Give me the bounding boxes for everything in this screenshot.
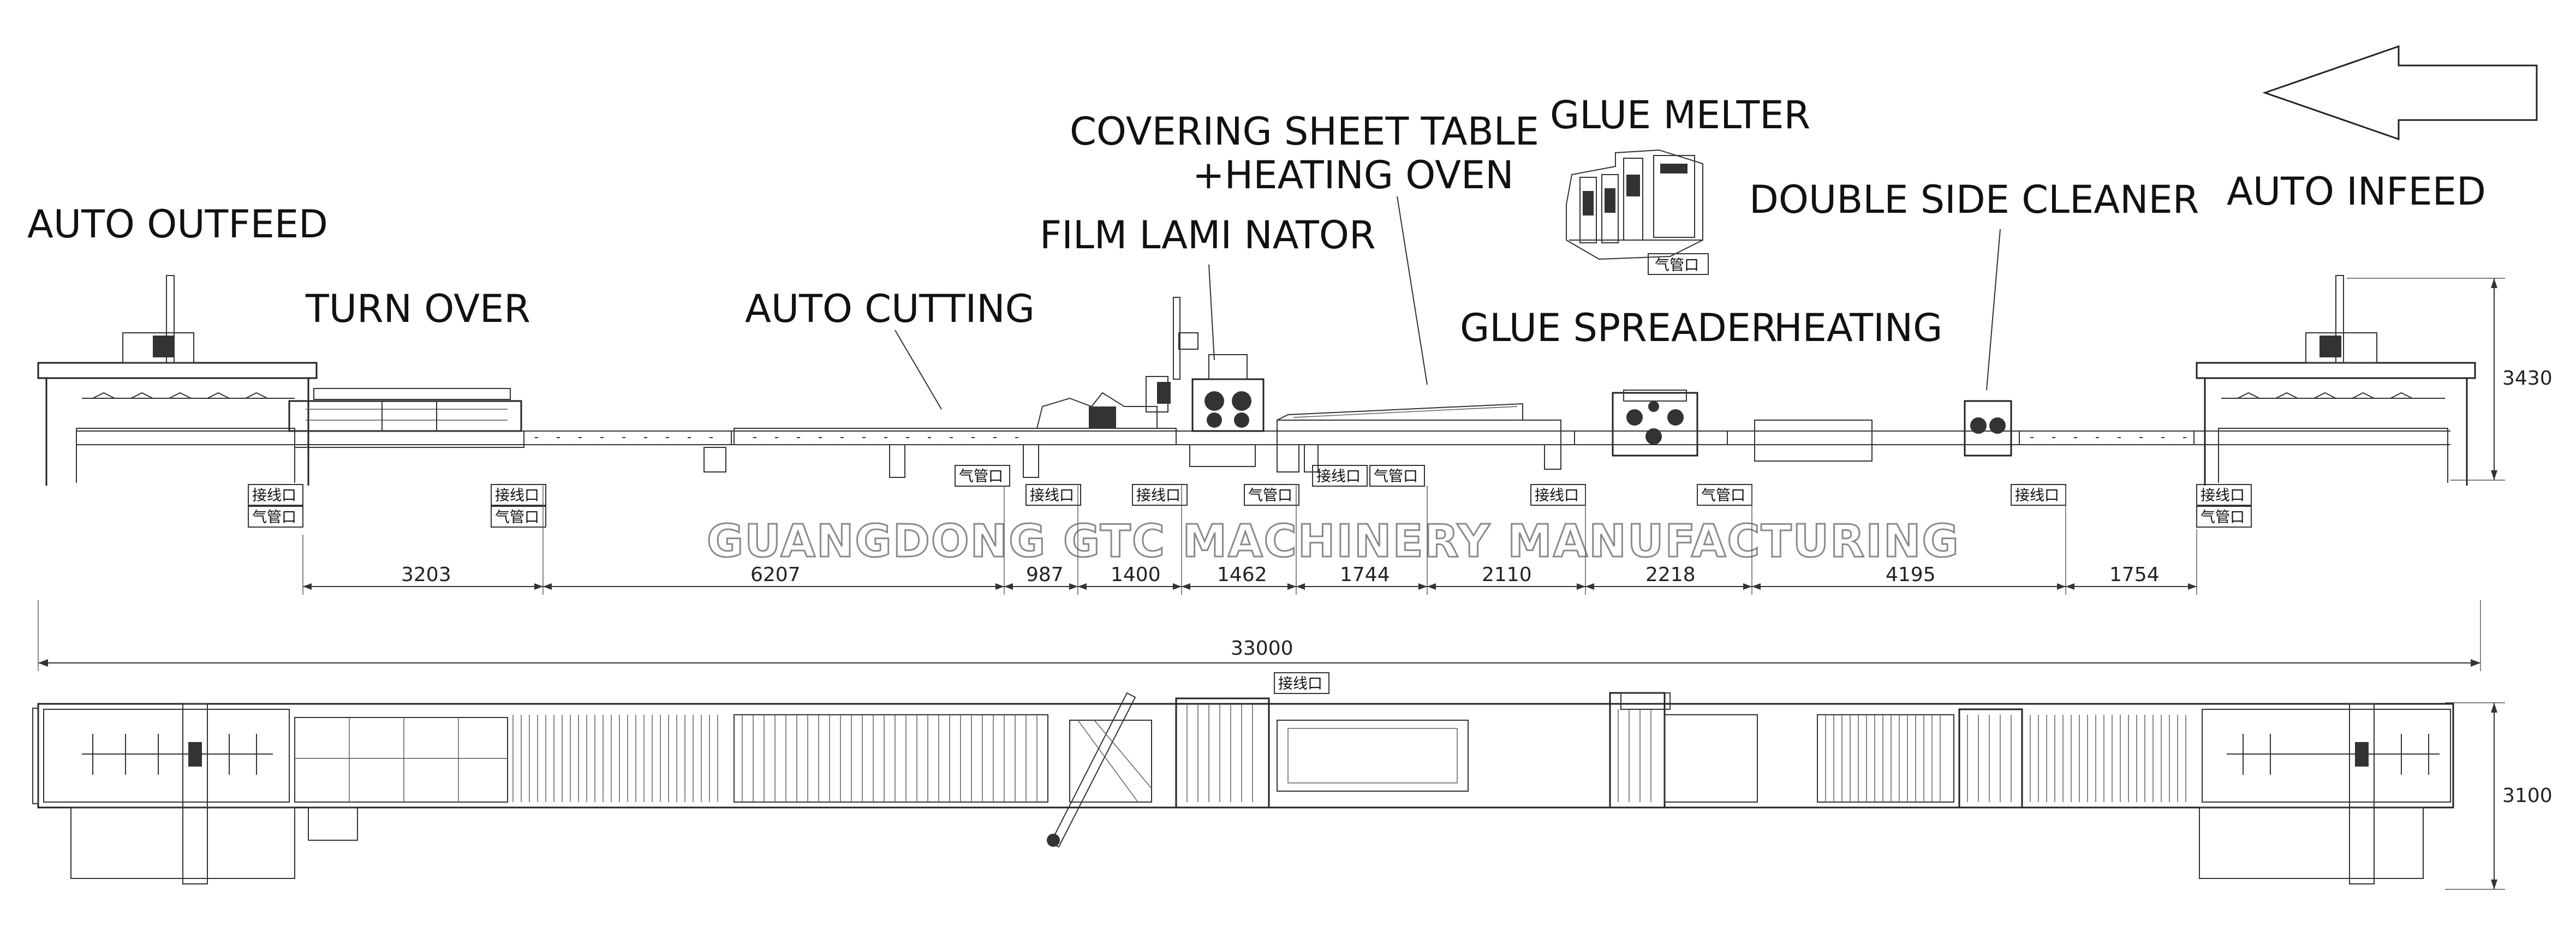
air-port-tag: 气管口	[955, 465, 1010, 487]
port-tags: 接线口 气管口 接线口 气管口 气管口 接线口 接线口 气管口 接线口 气管口 …	[248, 465, 2252, 694]
svg-text:气管口: 气管口	[1248, 487, 1292, 504]
label-heating: HEATING	[1774, 306, 1942, 350]
leader-double-side-cleaner	[1986, 229, 2001, 391]
label-film-laminator: FILM LAMI NATOR	[1040, 213, 1376, 258]
double-side-cleaner-elevation	[1964, 400, 2195, 457]
leader-film-laminator	[1208, 264, 1215, 361]
svg-text:接线口: 接线口	[2015, 487, 2059, 504]
turn-over-elevation	[288, 388, 524, 448]
dimension-chain: 3203 6207 987 1400 1462 1744 2110 2218 4…	[38, 278, 2553, 890]
dim-3100: 3100	[2502, 785, 2553, 807]
watermark: GUANGDONG GTC MACHINERY MANUFACTURING	[707, 516, 1960, 567]
dim-1754: 1754	[2109, 564, 2160, 586]
leader-covering-table	[1397, 196, 1428, 385]
dim-1400: 1400	[1111, 564, 1161, 586]
label-double-side-cleaner: DOUBLE SIDE CLEANER	[1749, 177, 2199, 222]
label-auto-outfeed: AUTO OUTFEED	[27, 202, 328, 247]
wire-port-tag: 接线口	[1132, 484, 1188, 506]
label-covering-sheet-table: COVERING SHEET TABLE	[1070, 109, 1539, 154]
svg-text:接线口: 接线口	[2201, 487, 2245, 504]
dim-6207: 6207	[750, 564, 801, 586]
label-glue-spreader: GLUE SPREADER	[1460, 306, 1778, 350]
dim-987: 987	[1026, 564, 1064, 586]
dim-1744: 1744	[1340, 564, 1390, 586]
dim-1462: 1462	[1217, 564, 1267, 586]
auto-cutting-elevation	[703, 376, 1177, 478]
label-turn-over: TURN OVER	[305, 286, 530, 331]
svg-text:气管口: 气管口	[495, 509, 539, 526]
air-port-tag: 气管口	[1697, 484, 1752, 506]
auto-infeed-elevation	[2196, 275, 2476, 486]
svg-text:气管口: 气管口	[959, 468, 1003, 485]
leader-auto-cutting	[895, 330, 942, 410]
dim-2218: 2218	[1645, 564, 1696, 586]
svg-text:气管口: 气管口	[252, 509, 296, 526]
label-heating-oven: +HEATING OVEN	[1192, 153, 1514, 198]
svg-text:接线口: 接线口	[252, 487, 296, 504]
dim-3430: 3430	[2502, 367, 2553, 390]
label-glue-melter: GLUE MELTER	[1550, 93, 1810, 137]
heating-elevation	[1754, 420, 1873, 462]
auto-outfeed-elevation	[37, 275, 318, 486]
wire-port-tag: 接线口	[248, 484, 303, 506]
glue-melter-machine: 气管口	[1566, 149, 1709, 275]
air-port-tag: 气管口	[248, 506, 303, 528]
svg-text:接线口: 接线口	[1030, 487, 1074, 504]
svg-text:接线口: 接线口	[1535, 487, 1579, 504]
elevation-view	[37, 275, 2476, 486]
wire-port-tag: 接线口	[2011, 484, 2066, 506]
svg-text:接线口: 接线口	[1278, 675, 1322, 692]
svg-text:气管口: 气管口	[1374, 468, 1418, 485]
dim-3203: 3203	[401, 564, 451, 586]
label-auto-cutting: AUTO CUTTING	[745, 286, 1035, 331]
dim-4195: 4195	[1886, 564, 1936, 586]
flow-direction-arrow-icon	[2262, 45, 2538, 141]
wire-port-tag: 接线口	[1025, 484, 1081, 506]
glue-spreader-elevation	[1574, 390, 1728, 457]
svg-text:气管口: 气管口	[1655, 257, 1699, 274]
svg-text:气管口: 气管口	[1701, 487, 1745, 504]
wire-port-tag: 接线口	[1312, 465, 1368, 487]
film-laminator-elevation	[1173, 297, 1265, 467]
dim-total: 33000	[1231, 637, 1293, 660]
covering-sheet-table-elevation	[1277, 403, 1561, 473]
wire-port-tag: 接线口	[491, 484, 546, 506]
air-port-tag: 气管口	[1369, 465, 1425, 487]
wire-port-tag: 接线口	[2196, 484, 2252, 506]
svg-text:接线口: 接线口	[495, 487, 539, 504]
svg-text:气管口: 气管口	[2201, 509, 2245, 526]
roller-conveyor-1	[523, 430, 732, 445]
dim-2110: 2110	[1482, 564, 1532, 586]
wire-port-tag: 接线口	[1274, 672, 1329, 694]
air-port-tag: 气管口	[1244, 484, 1299, 506]
svg-text:接线口: 接线口	[1316, 468, 1361, 485]
wire-port-tag: 接线口	[1530, 484, 1586, 506]
air-port-tag: 气管口	[2196, 506, 2252, 528]
label-auto-infeed: AUTO INFEED	[2227, 169, 2486, 214]
svg-text:接线口: 接线口	[1136, 487, 1180, 504]
air-port-tag: 气管口	[491, 506, 546, 528]
plan-view	[32, 692, 2454, 884]
